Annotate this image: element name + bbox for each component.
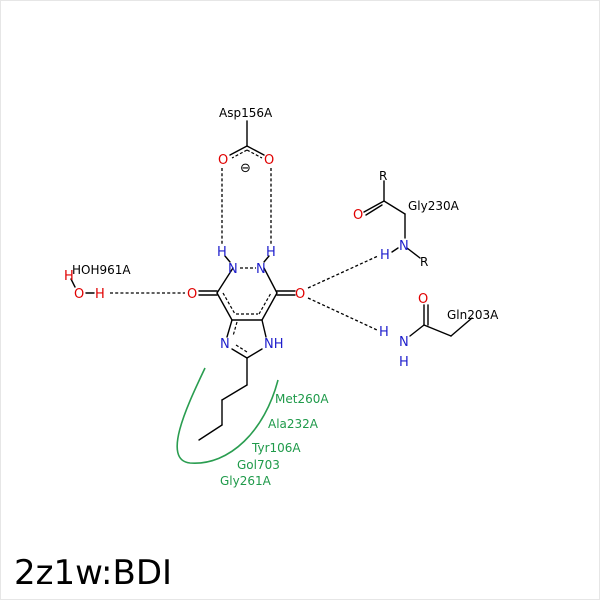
- gly-residue: R O Gly230A N H R: [353, 169, 460, 269]
- hydrophobic-arc: [176, 367, 279, 464]
- gln-label: Gln203A: [447, 308, 499, 322]
- ring-bond-deloc: [258, 292, 272, 315]
- imid-bond: [261, 319, 267, 338]
- water-h-top: H: [64, 269, 74, 284]
- gly-hydrogen: H: [380, 248, 390, 263]
- asp-co-bond-right: [246, 145, 265, 156]
- chain-bond: [221, 384, 248, 401]
- gly-r-top: R: [379, 169, 387, 183]
- asp-label: Asp156A: [219, 106, 273, 120]
- nh-bond-left: [224, 255, 231, 263]
- ligand-nh-imid: NH: [264, 337, 284, 352]
- gly-oxygen: O: [353, 208, 363, 223]
- ligand-bdi: H H N N O O N NH: [187, 245, 305, 441]
- ring-bond-deloc: [222, 292, 236, 315]
- gln-cn-bond: [409, 324, 425, 337]
- water-oxygen: O: [74, 287, 84, 302]
- asp-co-bond-left-deloc: [231, 149, 248, 159]
- gly-nh-bond: [391, 247, 399, 253]
- gln-h-bottom: H: [399, 355, 409, 370]
- gly-co-bond: [363, 200, 385, 213]
- ring-bond: [263, 267, 278, 294]
- water-h-right: H: [95, 287, 105, 302]
- asp-oxygen-left: O: [218, 153, 228, 168]
- chain-bond: [198, 424, 223, 441]
- hydrophobic-label-0: Met260A: [275, 392, 329, 406]
- ligand-n-right: N: [256, 262, 266, 277]
- ligand-o-left: O: [187, 287, 197, 302]
- gln-cc-bond: [423, 324, 452, 337]
- gly-co-double: [365, 204, 383, 216]
- gly-nitrogen: N: [399, 239, 409, 254]
- asp-co-bond-right-deloc: [246, 149, 263, 159]
- asp-co-bond-left: [229, 145, 248, 156]
- negative-charge-icon: ⊖: [240, 161, 251, 176]
- imid-bond-deloc: [232, 321, 238, 337]
- hydrophobic-label-2: Tyr106A: [251, 441, 301, 455]
- ring-bond: [261, 292, 278, 321]
- gly-r-bottom: R: [420, 255, 428, 269]
- gly-nr-bond: [406, 247, 421, 259]
- imid-bond: [246, 348, 263, 359]
- asp-residue: Asp156A O O ⊖: [218, 106, 274, 176]
- asp-oxygen-right: O: [264, 153, 274, 168]
- gln-oxygen: O: [418, 292, 428, 307]
- ring-bond: [216, 267, 234, 294]
- gln-h-left: H: [379, 325, 389, 340]
- ring-bond: [216, 292, 233, 321]
- imid-bond: [231, 348, 248, 359]
- gln-cb-bond: [450, 317, 473, 337]
- gln-residue: O Gln203A H N H: [379, 292, 499, 370]
- structure-title: 2z1w:BDI: [14, 553, 172, 593]
- hydrophobic-label-3: Gol703: [237, 458, 280, 472]
- ligand-n-imid: N: [220, 337, 230, 352]
- hydrophobic-label-1: Ala232A: [268, 417, 319, 431]
- imid-bond-deloc: [235, 344, 248, 353]
- water-molecule: HOH961A H O H: [64, 263, 131, 302]
- ligand-o-right: O: [295, 287, 305, 302]
- ligand-n-left: N: [228, 262, 238, 277]
- ligand-h-right: H: [266, 245, 276, 260]
- hbond-gln: [307, 297, 378, 331]
- gln-nitrogen: N: [399, 335, 409, 350]
- water-label: HOH961A: [72, 263, 131, 277]
- hbond-gly: [307, 255, 379, 289]
- ligand-h-left: H: [217, 245, 227, 260]
- imid-bond: [226, 319, 233, 338]
- gly-ca-bond: [383, 200, 406, 215]
- nh-bond-right: [263, 255, 270, 263]
- gly-label: Gly230A: [408, 199, 460, 213]
- hydrophobic-label-4: Gly261A: [220, 474, 272, 488]
- water-oh-bond: [70, 278, 76, 288]
